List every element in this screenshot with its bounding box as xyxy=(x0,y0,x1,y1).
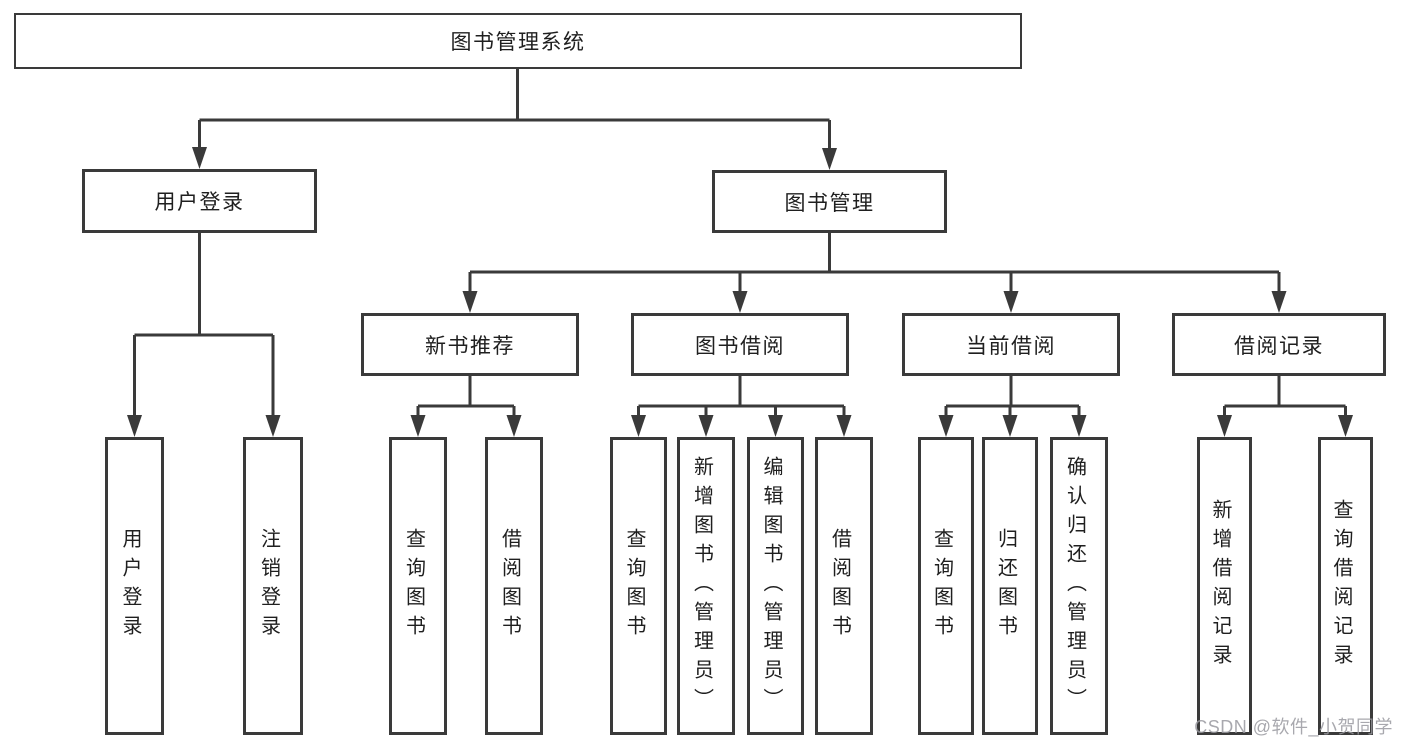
node-library-system: 图书管理系统 xyxy=(14,13,1022,69)
leaf-current-query-books-label: 查询图书 xyxy=(930,528,953,644)
leaf-recommend-query-books: 查询图书 xyxy=(389,437,447,735)
node-book-management: 图书管理 xyxy=(712,170,947,233)
leaf-records-add-borrow-record: 新增借阅记录 xyxy=(1197,437,1252,735)
leaf-borrowing-query-books: 查询图书 xyxy=(610,437,667,735)
leaf-borrowing-borrow-books-label: 借阅图书 xyxy=(828,528,851,644)
node-borrow-records: 借阅记录 xyxy=(1172,313,1386,376)
leaf-records-query-borrow-record: 查询借阅记录 xyxy=(1318,437,1373,735)
leaf-borrowing-add-books-admin: 新增图书（管理员） xyxy=(677,437,735,735)
leaf-current-return-books: 归还图书 xyxy=(982,437,1038,735)
node-new-book-recommend: 新书推荐 xyxy=(361,313,579,376)
node-current-borrowing-label: 当前借阅 xyxy=(966,334,1056,358)
leaf-borrowing-query-books-label: 查询图书 xyxy=(623,528,645,644)
leaf-recommend-query-books-label: 查询图书 xyxy=(402,528,425,644)
node-library-system-label: 图书管理系统 xyxy=(450,31,586,54)
node-new-book-recommend-label: 新书推荐 xyxy=(425,334,515,358)
node-user-login-label: 用户登录 xyxy=(154,191,245,214)
leaf-borrowing-borrow-books: 借阅图书 xyxy=(815,437,873,735)
leaf-current-confirm-return-admin: 确认归还（管理员） xyxy=(1050,437,1108,735)
leaf-recommend-borrow-books: 借阅图书 xyxy=(485,437,543,735)
node-book-management-label: 图书管理 xyxy=(784,191,875,215)
leaf-user-login-label: 用户登录 xyxy=(119,528,141,644)
node-current-borrowing: 当前借阅 xyxy=(902,313,1120,376)
node-book-borrowing-label: 图书借阅 xyxy=(695,334,785,358)
leaf-borrowing-edit-books-admin-label: 编辑图书（管理员） xyxy=(760,455,782,717)
leaf-records-query-borrow-record-label: 查询借阅记录 xyxy=(1330,499,1352,673)
node-borrow-records-label: 借阅记录 xyxy=(1234,334,1324,358)
csdn-watermark: CSDN @软件_小贺同学 xyxy=(1194,717,1393,737)
leaf-current-return-books-label: 归还图书 xyxy=(994,528,1017,644)
leaf-recommend-borrow-books-label: 借阅图书 xyxy=(498,528,521,644)
leaf-logout: 注销登录 xyxy=(243,437,303,735)
leaf-user-login: 用户登录 xyxy=(105,437,164,735)
leaf-logout-label: 注销登录 xyxy=(257,528,280,644)
node-book-borrowing: 图书借阅 xyxy=(631,313,849,376)
leaf-current-confirm-return-admin-label: 确认归还（管理员） xyxy=(1063,455,1086,717)
leaf-borrowing-add-books-admin-label: 新增图书（管理员） xyxy=(690,455,713,717)
leaf-borrowing-edit-books-admin: 编辑图书（管理员） xyxy=(747,437,804,735)
node-user-login: 用户登录 xyxy=(82,169,317,233)
leaf-records-add-borrow-record-label: 新增借阅记录 xyxy=(1209,499,1231,673)
leaf-current-query-books: 查询图书 xyxy=(918,437,974,735)
